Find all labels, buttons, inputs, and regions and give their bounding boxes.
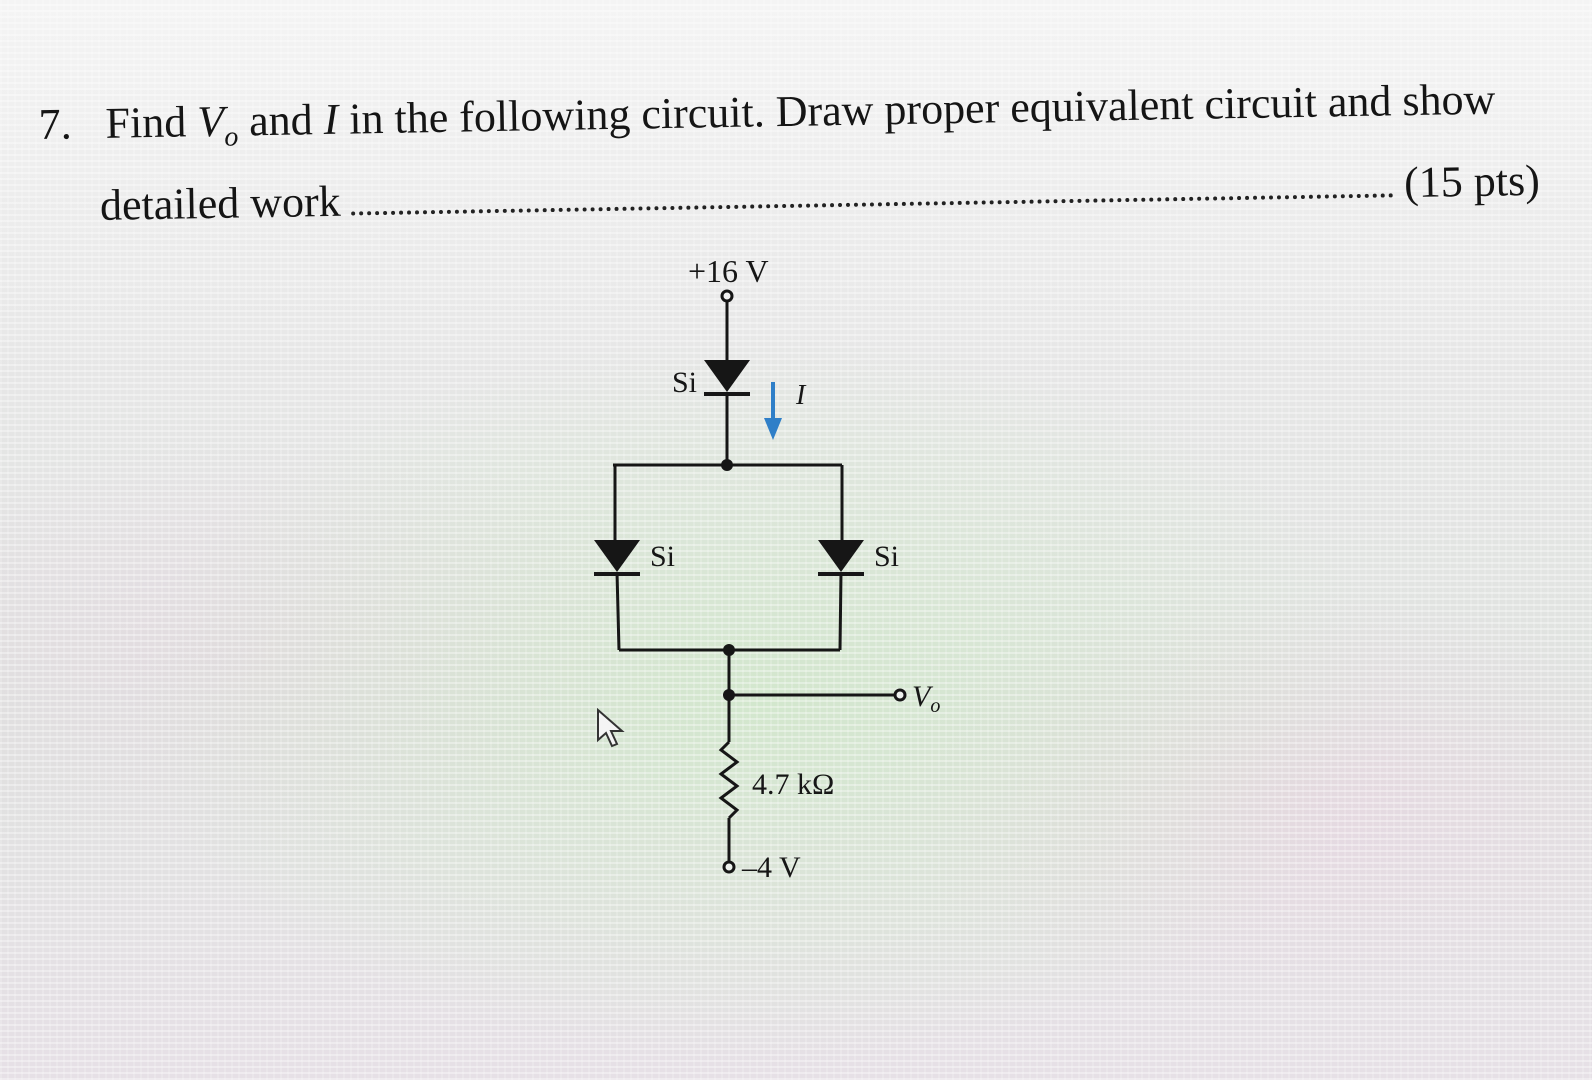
diode-top-label: Si bbox=[672, 366, 697, 399]
resistor-zigzag bbox=[718, 740, 740, 820]
output-terminal bbox=[893, 688, 907, 702]
diode-left-label: Si bbox=[650, 540, 675, 573]
diode-left-symbol bbox=[594, 540, 640, 576]
current-arrow-icon bbox=[764, 382, 782, 440]
mouse-pointer-icon bbox=[596, 707, 626, 753]
supply-label: +16 V bbox=[688, 253, 769, 289]
diode-top-symbol bbox=[704, 360, 750, 396]
junction-bottom bbox=[723, 644, 735, 656]
supply-terminal bbox=[720, 289, 734, 303]
junction-output bbox=[723, 689, 735, 701]
diode-right-symbol bbox=[818, 540, 864, 576]
negative-supply-label: –4 V bbox=[741, 851, 801, 884]
resistor-label: 4.7 kΩ bbox=[752, 768, 834, 801]
wire-right-branch-bottom bbox=[838, 571, 843, 651]
current-label: I bbox=[795, 380, 807, 411]
junction-top bbox=[721, 459, 733, 471]
wire-left-branch-bottom bbox=[615, 571, 621, 651]
negative-supply-terminal bbox=[722, 860, 736, 874]
diode-right-label: Si bbox=[874, 540, 899, 573]
output-label: Vo bbox=[912, 680, 940, 717]
